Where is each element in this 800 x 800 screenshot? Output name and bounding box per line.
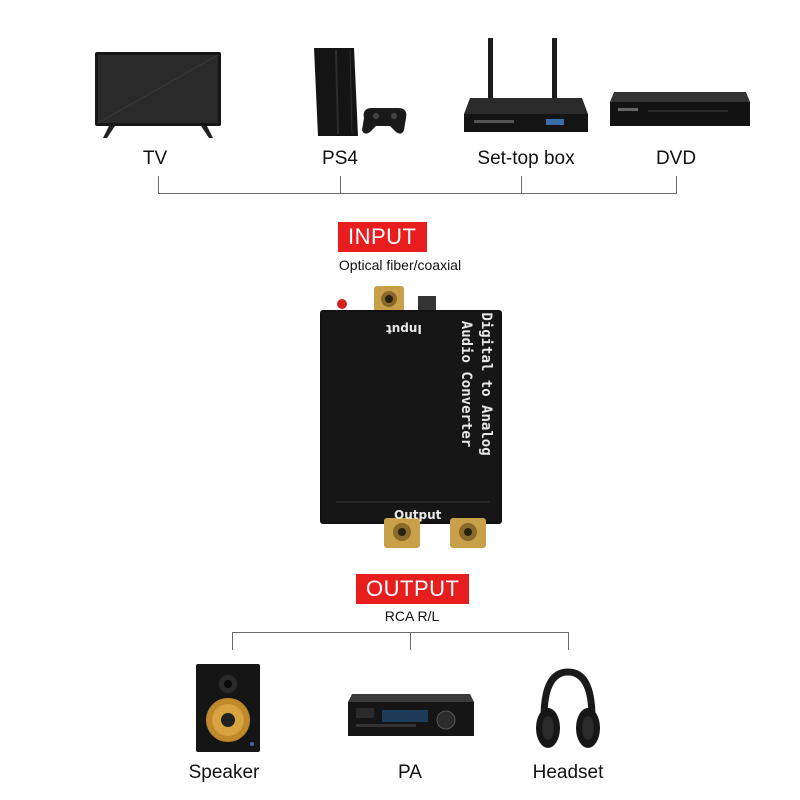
- source-label-set-top-box: Set-top box: [477, 148, 575, 169]
- destination-label-headset: Headset: [532, 762, 604, 783]
- pa-device: [346, 692, 476, 740]
- led-indicator-icon: [337, 299, 347, 309]
- converter-output-label: Output: [394, 508, 442, 522]
- destination-label-speaker: Speaker: [188, 762, 260, 783]
- bottom-connector-tick-pa: [410, 632, 411, 650]
- destination-label-pa: PA: [398, 762, 422, 783]
- tv-device: [95, 52, 221, 138]
- source-label-tv: TV: [142, 148, 168, 169]
- bottom-connector-tick-headset: [568, 632, 569, 650]
- output-subtitle: RCA R/L: [384, 608, 440, 624]
- ps4-device: [310, 44, 410, 140]
- input-badge: INPUT: [338, 222, 427, 252]
- speaker-device: [196, 664, 260, 752]
- source-label-ps4: PS4: [322, 148, 358, 169]
- game-console-icon: [314, 48, 407, 136]
- set-top-box-device: [462, 36, 590, 138]
- top-connector-tick-stb: [521, 176, 522, 194]
- source-label-dvd: DVD: [655, 148, 697, 169]
- converter-title-line1: Digital to Analog: [478, 312, 494, 456]
- top-connector-bus: [158, 193, 676, 194]
- converter-title-line2: Audio Converter: [458, 320, 474, 448]
- top-connector-tick-tv: [158, 176, 159, 194]
- bottom-connector-bus: [232, 632, 568, 633]
- speaker-icon: [196, 664, 260, 752]
- headset-device: [536, 664, 600, 752]
- output-badge: OUTPUT: [356, 574, 470, 604]
- tv-icon: [95, 52, 221, 138]
- dvd-player-icon: [610, 92, 750, 126]
- top-connector-tick-dvd: [676, 176, 677, 194]
- dvd-device: [608, 90, 752, 132]
- set-top-box-icon: [464, 38, 588, 132]
- bottom-connector-tick-speaker: [232, 632, 233, 650]
- headphones-icon: [536, 668, 600, 748]
- converter-input-label: Input: [386, 322, 422, 336]
- amplifier-icon: [348, 694, 474, 736]
- converter-device: [318, 280, 504, 552]
- top-connector-tick-ps4: [340, 176, 341, 194]
- input-subtitle: Optical fiber/coaxial: [338, 257, 462, 273]
- converter-box-icon: [320, 286, 502, 548]
